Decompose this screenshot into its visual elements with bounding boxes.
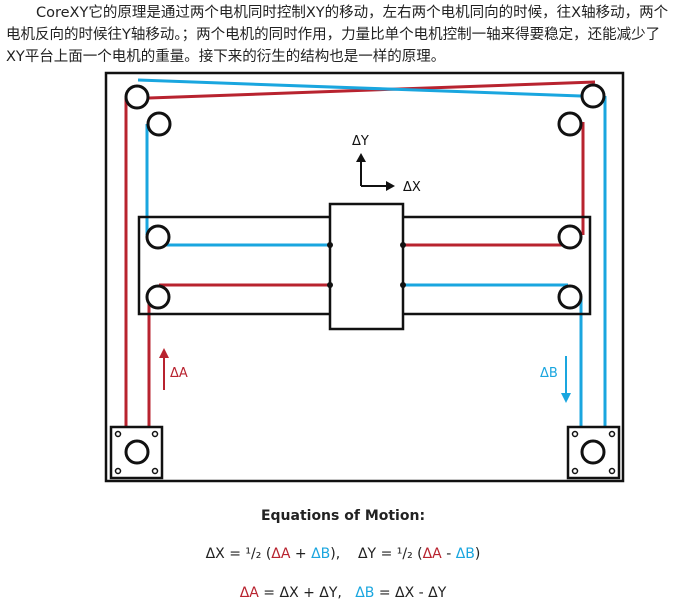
intro-paragraph: CoreXY它的原理是通过两个电机同时控制XY的移动，左右两个电机同向的时候，往…: [6, 2, 678, 68]
carriage: [328, 202, 405, 331]
eq1-dx: ΔX =: [205, 546, 246, 562]
carriage-anchors: [327, 242, 406, 288]
eq2-b-formula: = ΔX - ΔY: [374, 585, 447, 601]
intro-text: CoreXY它的原理是通过两个电机同时控制XY的移动，左右两个电机同向的时候，往…: [6, 5, 669, 65]
eq1-half-b: ¹/₂ (: [396, 546, 423, 562]
label-dx: ΔX: [403, 180, 421, 195]
pulley-top-right-inner: [557, 111, 583, 137]
pulley-gantry-left-bottom: [145, 284, 171, 310]
eq1-plus: +: [290, 546, 312, 562]
arrow-db: [561, 356, 571, 403]
motor-b: [566, 425, 621, 480]
label-da: ΔA: [170, 366, 188, 381]
eq2-a-formula: = ΔX + ΔY,: [258, 585, 356, 601]
equations-title: Equations of Motion:: [260, 508, 426, 524]
arrow-da: [159, 348, 169, 390]
motor-a: [109, 425, 164, 480]
pulley-gantry-right-top: [557, 224, 583, 250]
eq1-dy: ΔY =: [357, 546, 397, 562]
eq1-delta-a-2: ΔA: [422, 546, 442, 562]
label-dy: ΔY: [352, 134, 369, 149]
belt-b: [137, 78, 607, 443]
axis-arrows: [356, 153, 395, 191]
equation-1: ΔX = ¹/₂ (ΔA + ΔB), ΔY = ¹/₂ (ΔA - ΔB): [0, 546, 686, 562]
pulley-top-left-inner: [146, 111, 172, 137]
eq1-close-b: ): [474, 546, 481, 562]
eq1-minus: -: [441, 546, 456, 562]
label-db: ΔB: [540, 366, 558, 381]
eq2-delta-b: ΔB: [355, 585, 375, 601]
eq1-half-a: ¹/₂ (: [245, 546, 272, 562]
pulley-gantry-left-top: [145, 224, 171, 250]
eq1-delta-b-2: ΔB: [455, 546, 475, 562]
pulleys: [124, 83, 606, 310]
eq2-delta-a: ΔA: [239, 585, 259, 601]
outer-frame: [104, 71, 625, 483]
belt-a: [124, 80, 596, 443]
eq1-delta-a: ΔA: [271, 546, 291, 562]
pulley-gantry-right-bottom: [557, 284, 583, 310]
eq1-delta-b: ΔB: [311, 546, 331, 562]
pulley-top-left: [124, 84, 150, 110]
eq1-close-a: ),: [330, 546, 358, 562]
equation-2: ΔA = ΔX + ΔY, ΔB = ΔX - ΔY: [0, 585, 686, 601]
pulley-top-right: [580, 83, 606, 109]
